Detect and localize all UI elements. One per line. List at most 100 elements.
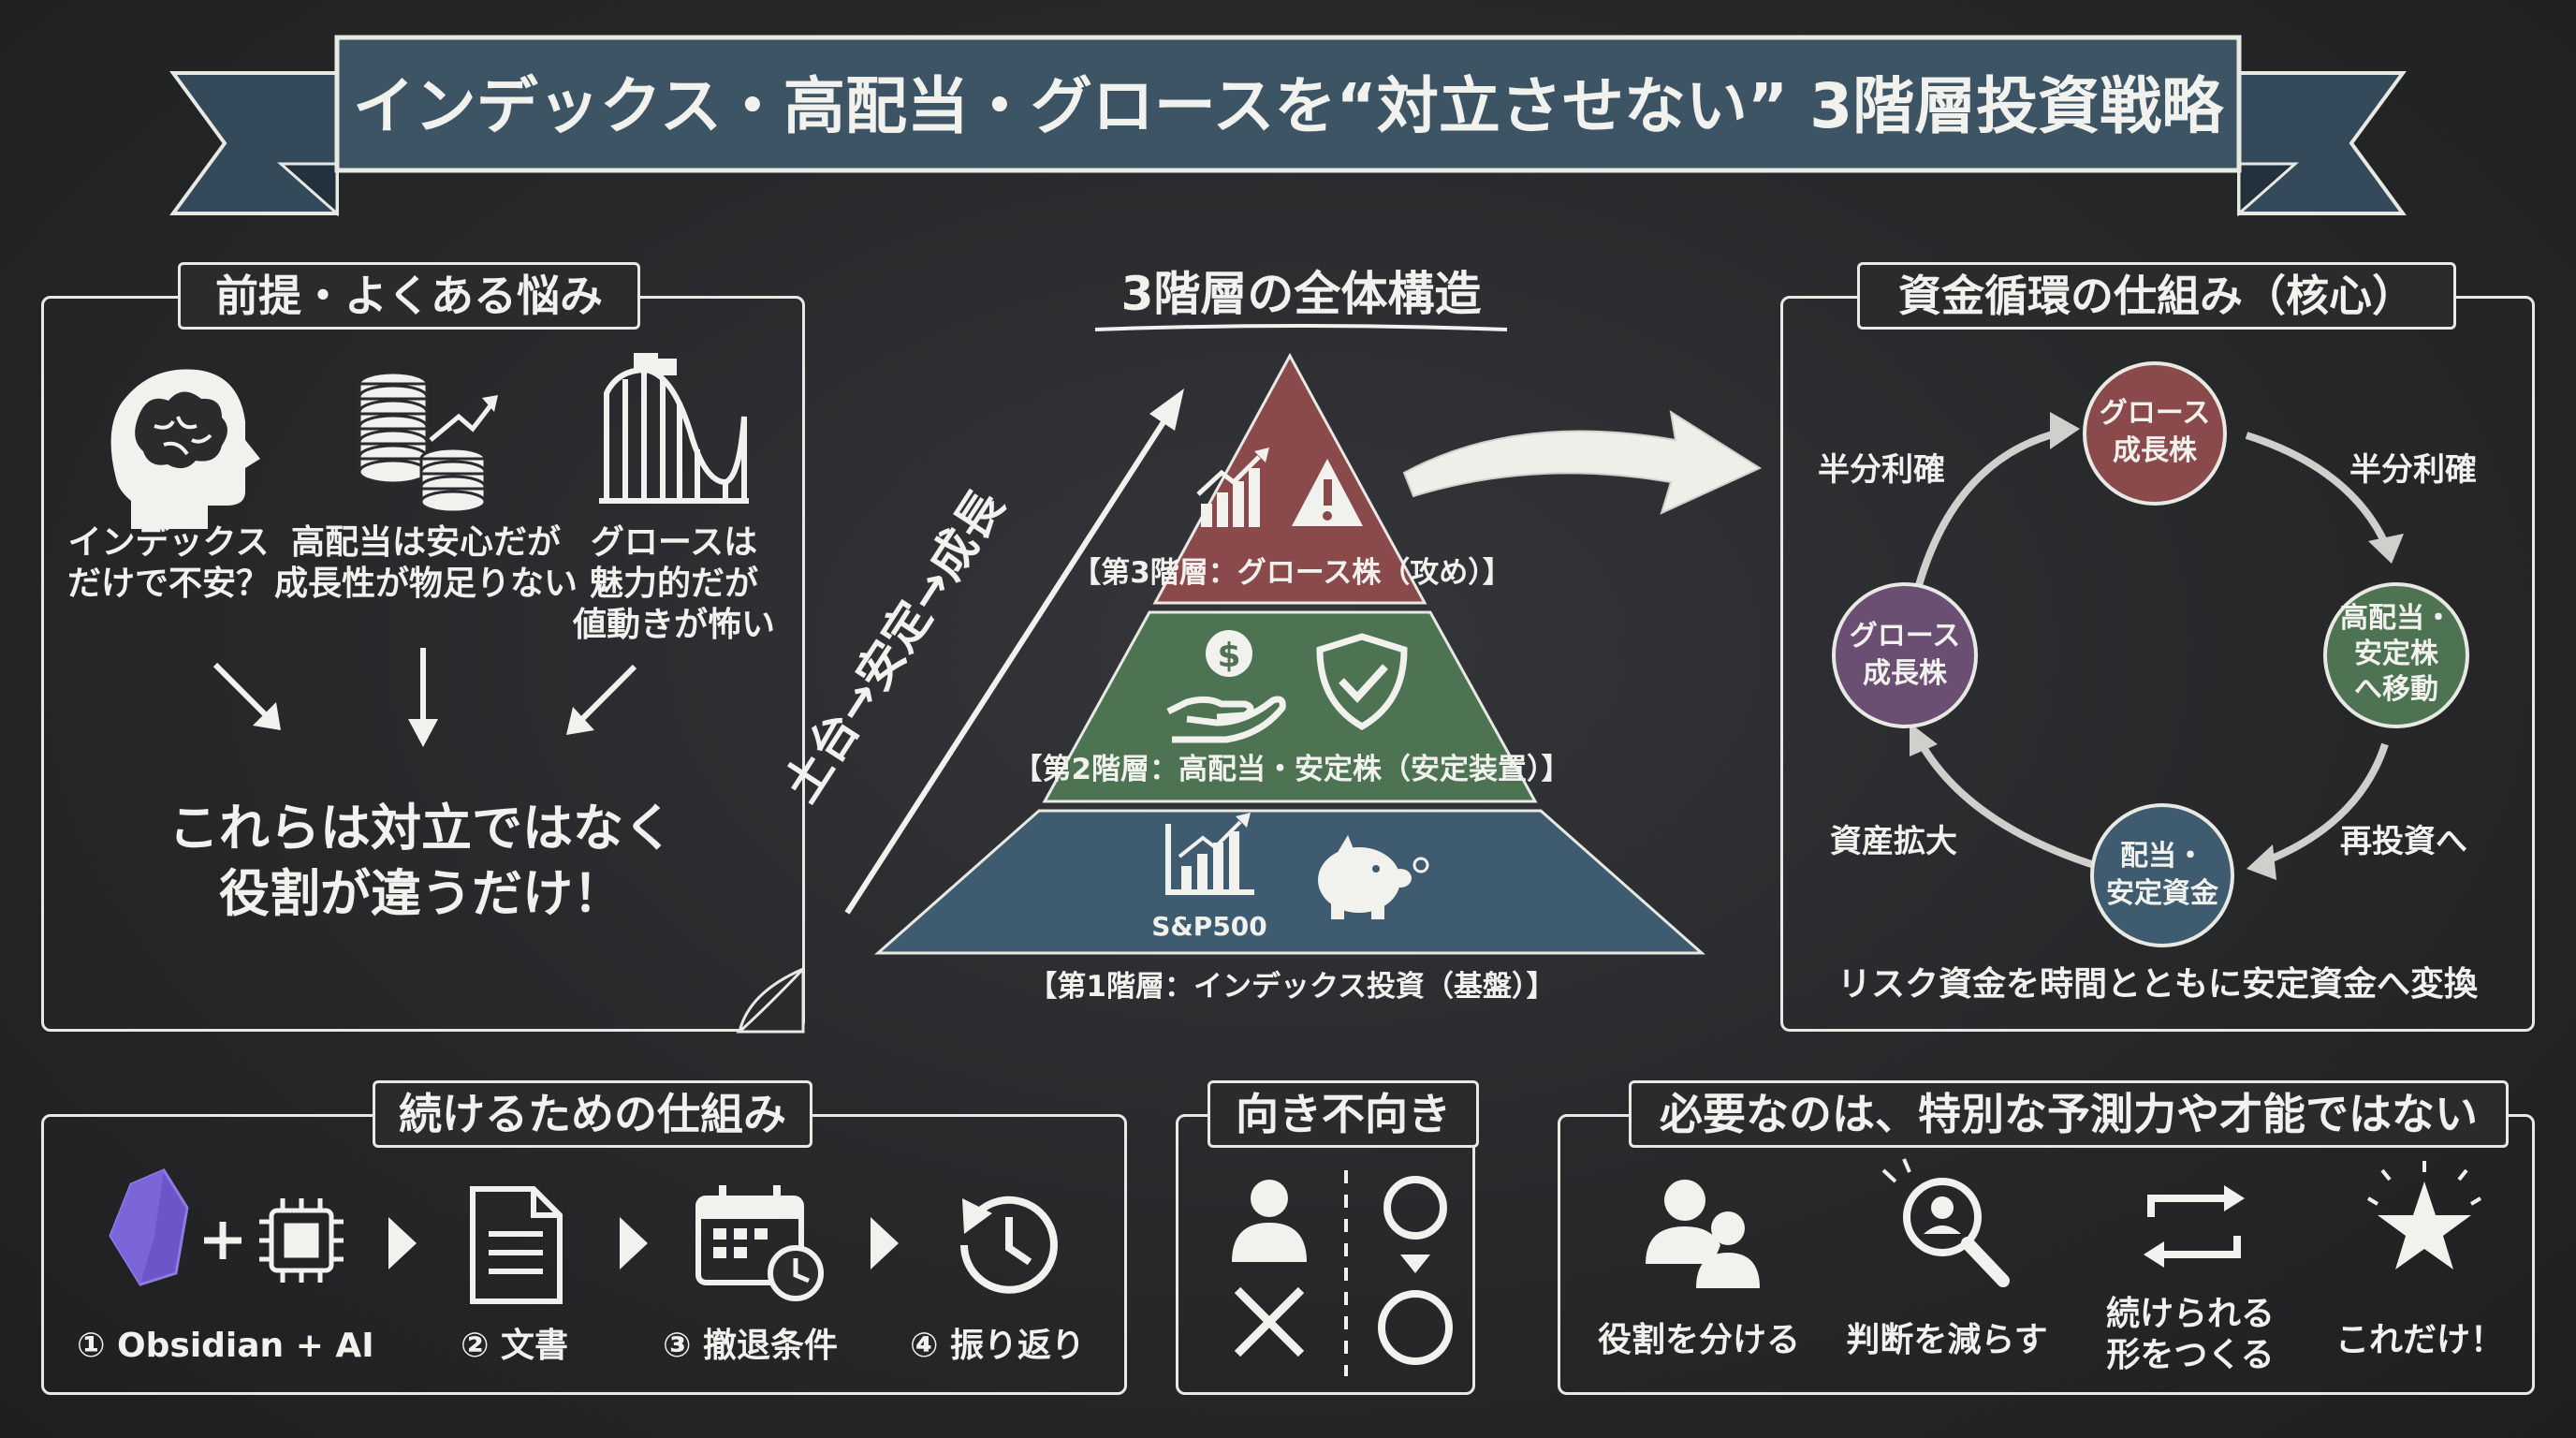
document-icon [470,1186,563,1304]
premise-item-3-text: グロースは 魅力的だが 値動きが怖い [562,522,786,646]
node-right-line1: 高配当・ [2340,602,2452,635]
premise-conclusion: これらは対立ではなく 役割が違うだけ！ [56,796,786,927]
cycle-arrow-bottom-left [1915,738,2099,870]
node-top-line2: 成長株 [2113,434,2197,467]
premise-title: 前提・よくある悩み [178,262,640,330]
need-title: 必要なのは、特別な予測力や才能ではない [1629,1080,2509,1148]
node-left-text: グロース 成長株 [1835,618,1975,693]
cycle-label-top-right: 半分利確 [2349,451,2477,489]
node-right-line2: 安定株 [2354,638,2438,670]
premise-item-1-text: インデックス だけで不安？ [56,522,281,605]
cycle-label-bottom-left: 資産拡大 [1830,823,1957,860]
coin-stack-icon [358,371,498,514]
obsidian-logo-icon [109,1168,189,1286]
cycle-arrow-top-left [1915,429,2060,587]
calendar-clock-icon [695,1185,824,1301]
tier-1-label: 【第1階層：インデックス投資（基盤）】 [1028,970,1556,1004]
cycle-label-bottom-right: 再投資へ [2340,823,2467,860]
node-bottom-line1: 配当・ [2120,840,2204,873]
history-icon [960,1196,1058,1294]
premise-item-3-line1: グロースは [590,523,758,562]
star-burst-icon [2366,1161,2482,1269]
arrow-down-left-icon [212,662,281,730]
node-right-text: 高配当・ 安定株 へ移動 [2325,601,2467,708]
node-top-line1: グロース [2099,397,2211,430]
premise-item-1-line1: インデックス [67,523,270,562]
svg-text:$: $ [1217,637,1240,675]
hourglass-icon [1383,1176,1447,1273]
node-bottom-line2: 安定資金 [2106,877,2218,910]
node-left-line2: 成長株 [1863,657,1947,690]
step-4-label: ④ 振り返り [910,1327,1086,1365]
warning-icon [1292,459,1363,526]
arrow-down-right-icon [566,664,637,735]
cycle-label-top-left: 半分利確 [1818,451,1945,489]
need-item-4-label: これだけ！ [2334,1321,2504,1359]
cycle-title: 資金循環の仕組み（核心） [1857,262,2456,330]
tier-1-badge: S&P500 [1151,911,1267,942]
tier-3-label: 【第3階層：グロース株（攻め）】 [1072,556,1512,590]
node-right-line3: へ移動 [2354,673,2438,706]
need-item-2-label: 判断を減らす [1846,1321,2048,1359]
bar-chart-up-icon [1196,448,1269,527]
node-bottom-text: 配当・ 安定資金 [2092,838,2232,913]
node-bottom-circle [2090,803,2234,947]
cycle-footer: リスク資金を時間とともに安定資金へ変換 [1837,965,2478,1004]
need-item-3-line1: 続けられる [2105,1295,2275,1333]
tier-1-shape [874,809,1705,955]
repeat-icon [2144,1185,2245,1268]
money-hand-icon: $ [1166,630,1286,743]
growth-arrow-icon [844,389,1184,915]
structure-title: 3階層の全体構造 [1120,267,1482,321]
step-chevron-3-icon [871,1217,899,1269]
need-item-3-label: 続けられる 形をつくる [2073,1294,2307,1376]
need-item-3-line2: 形をつくる [2106,1336,2275,1374]
step-2-label: ② 文書 [461,1327,569,1365]
premise-item-2-line1: 高配当は安心だが [290,523,561,562]
node-top-circle [2083,361,2227,506]
premise-conclusion-line1: これらは対立ではなく [168,799,674,858]
person-icon [1232,1180,1307,1262]
fit-title: 向き不向き [1208,1080,1479,1148]
ai-chip-icon [259,1198,344,1283]
cycle-arrow-top-right [2245,432,2389,545]
step-3-label: ③ 撤退条件 [663,1327,839,1365]
step-chevron-2-icon [620,1217,648,1269]
tier-2-label: 【第2階層：高配当・安定株（安定装置）】 [1013,753,1571,786]
step-1-label: ① Obsidian + AI [77,1327,374,1365]
continue-title: 続けるための仕組み [373,1080,812,1148]
node-left-circle [1832,582,1978,728]
premise-item-2-line2: 成長性が物足りない [273,565,578,603]
step-chevron-1-icon [388,1217,417,1269]
premise-item-2-text: 高配当は安心だが 成長性が物足りない [271,522,580,605]
sp500-chart-icon [1165,813,1254,895]
tier-2-shape [1042,610,1538,803]
cross-icon [1234,1286,1305,1357]
search-person-icon [1881,1158,2010,1287]
node-left-line1: グロース [1849,620,1961,653]
arrow-down-icon [408,648,438,747]
premise-conclusion-line2: 役割が違うだけ！ [219,864,623,923]
need-item-1-label: 役割を分ける [1597,1321,1800,1359]
premise-item-3-line3: 値動きが怖い [572,606,775,644]
circle-icon [1378,1290,1453,1365]
roller-coaster-icon [599,353,749,504]
title-underline [1094,324,1508,331]
cycle-arrow-bottom-right [2263,742,2389,865]
shield-check-icon [1316,633,1408,731]
premise-item-3-line2: 魅力的だが [589,565,758,603]
node-right-circle [2323,582,2469,728]
piggy-bank-icon [1318,835,1429,919]
two-people-icon [1646,1180,1760,1288]
brain-head-icon [110,369,260,529]
page-title: インデックス・高配当・グロースを“対立させない” 3階層投資戦略 [352,70,2224,142]
premise-item-1-line2: だけで不安？ [66,565,270,603]
